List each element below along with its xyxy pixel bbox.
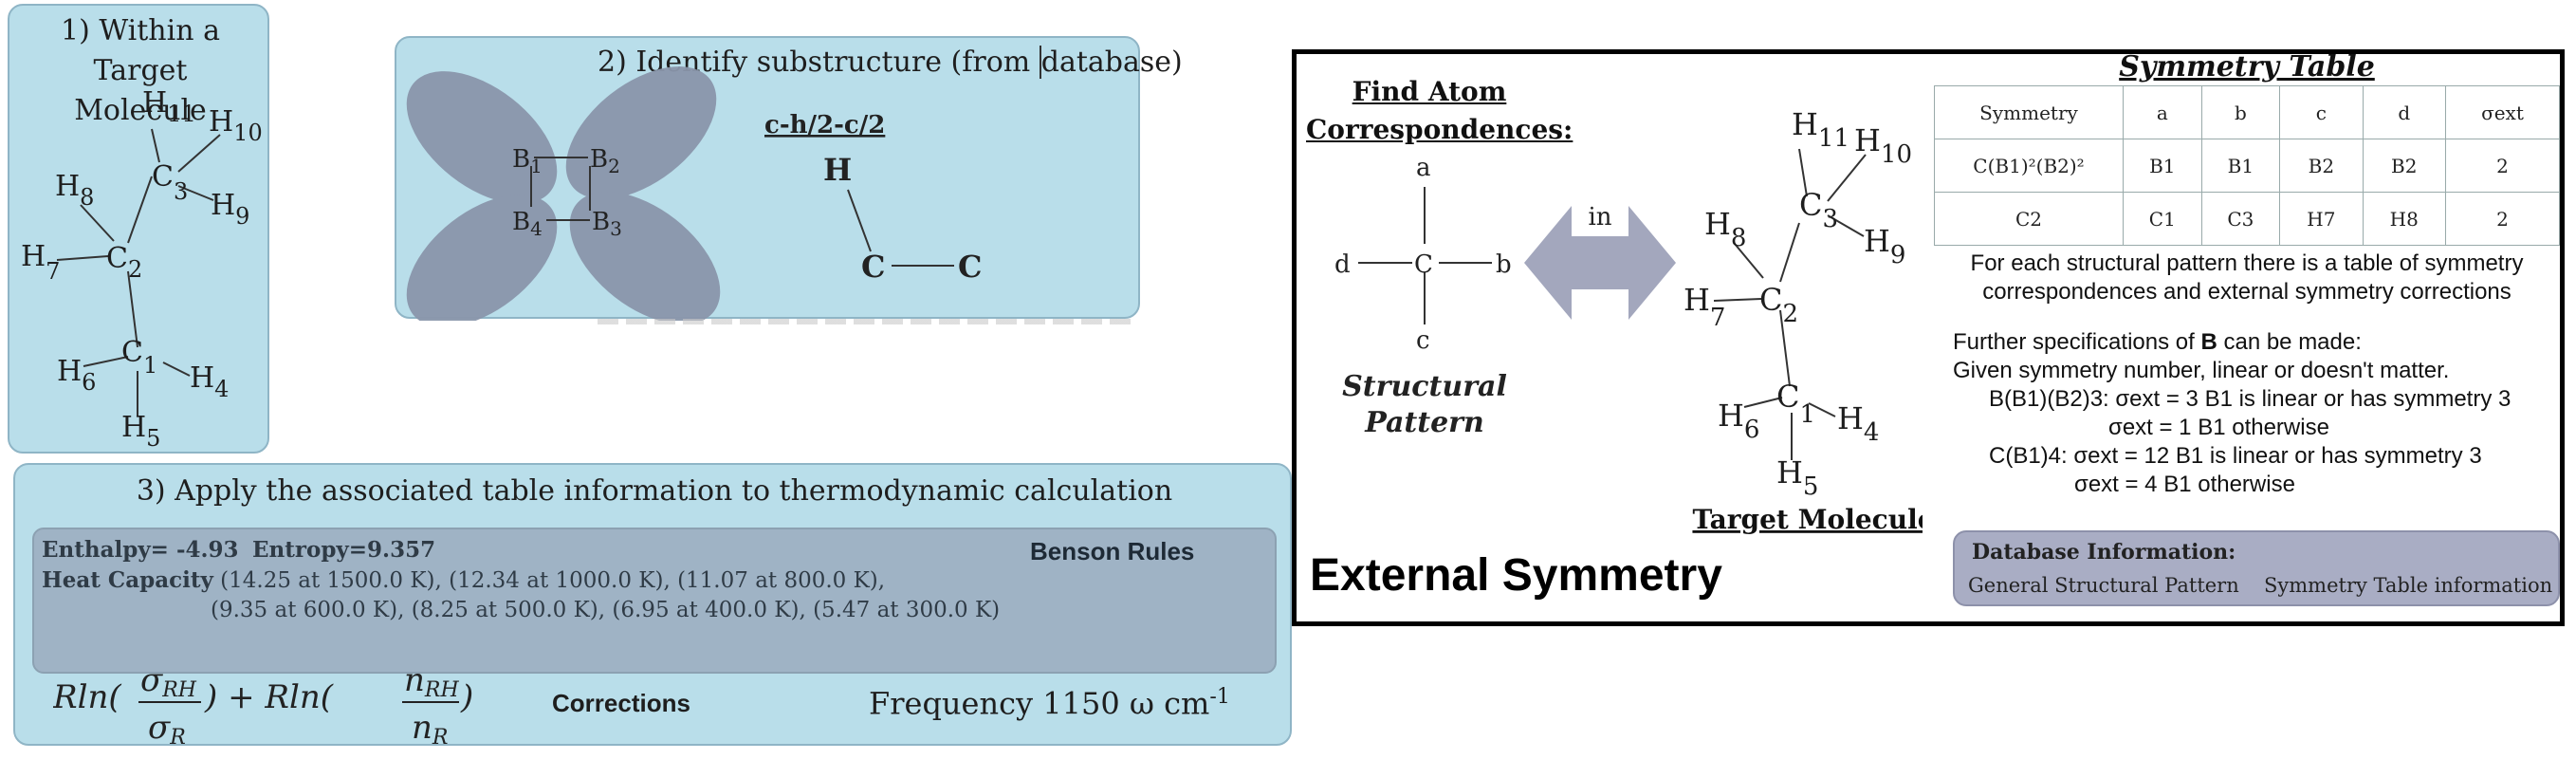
target-molecule-diagram: H11 H10 C3 H9 H8 C2 H7 C1 H6 H4 H5 — [21, 86, 263, 452]
spec-line-6: σext = 4 B1 otherwise — [2074, 472, 2295, 497]
table-header-row: Symmetry a b c d σext — [1934, 85, 2561, 139]
atom-h4: H4 — [190, 361, 229, 402]
svg-text:H5: H5 — [1776, 454, 1818, 501]
svg-text:H10: H10 — [1854, 122, 1912, 169]
svg-text:nR: nR — [412, 709, 448, 744]
atom-b4: B4 — [512, 208, 543, 240]
svg-text:H7: H7 — [1684, 282, 1725, 332]
db-title: Database Information: — [1972, 540, 2236, 565]
atom-c2: C2 — [106, 242, 142, 283]
correction-formula: Rln( σRH σR ) + Rln( nRH nR ) — [53, 664, 473, 744]
atom-h9: H9 — [211, 189, 249, 230]
svg-text:C2: C2 — [1759, 282, 1798, 328]
substructure-diagram: B1 B2 B4 B3 c-h/2-c/2 H C C — [406, 66, 982, 321]
benson-rules-label: Benson Rules — [1030, 537, 1195, 565]
atom-c-b: C — [958, 249, 982, 285]
frequency-label: Frequency 1150 ω cm-1 — [869, 685, 1230, 722]
svg-text:H6: H6 — [1718, 398, 1759, 444]
note-line-2: correspondences and external symmetry co… — [1982, 279, 2512, 305]
heat-capacity-row2: (9.35 at 600.0 K), (8.25 at 500.0 K), (6… — [211, 598, 1001, 622]
in-label: in — [1588, 203, 1611, 232]
svg-text:σR: σR — [148, 709, 186, 744]
atom-b3: B3 — [592, 208, 622, 240]
spec-line-2: Given symmetry number, linear or doesn't… — [1953, 358, 2450, 383]
atom-c1: C1 — [121, 336, 157, 379]
spec-line-1: Further specifications of B can be made: — [1953, 329, 2362, 355]
atom-h11: H11 — [142, 86, 196, 127]
svg-text:H8: H8 — [1704, 206, 1746, 252]
atom-h7: H7 — [21, 240, 60, 285]
atom-h10: H10 — [209, 105, 263, 146]
benson-rules-box: Enthalpy= -4.93 Entropy=9.357 Benson Rul… — [32, 528, 1277, 674]
atom-b1: B1 — [512, 145, 543, 177]
panel1-title: 1) Within a Target Molecule — [61, 14, 220, 127]
db-item-general-pattern: General Structural Pattern — [1968, 574, 2239, 597]
structural-pattern-label-2: Pattern — [1364, 406, 1484, 439]
svg-text:σRH: σRH — [140, 664, 197, 702]
svg-text:Rln(: Rln( — [53, 678, 121, 716]
substructure-label: c-h/2-c/2 — [764, 111, 885, 139]
pattern-b: b — [1496, 250, 1512, 279]
database-information-box: Database Information: General Structural… — [1953, 530, 2560, 606]
atom-c3: C3 — [152, 160, 188, 205]
pattern-a: a — [1416, 154, 1431, 182]
atom-h6: H6 — [57, 355, 96, 396]
atom-h: H — [823, 152, 852, 188]
panel3-title: 3) Apply the associated table informatio… — [136, 474, 1173, 508]
corrections-label: Corrections — [552, 689, 690, 717]
structural-pattern-label-1: Structural — [1342, 370, 1507, 403]
panel-apply-table: 3) Apply the associated table informatio… — [13, 463, 1292, 746]
svg-text:C1: C1 — [1776, 379, 1815, 429]
external-symmetry-frame: Find Atom Correspondences: a C b c d Str… — [1292, 49, 2565, 626]
spec-line-3: B(B1)(B2)3: σext = 3 B1 is linear or has… — [1989, 386, 2512, 412]
atom-h5: H5 — [121, 411, 160, 452]
table-row: C2 C1 C3 H7 H8 2 — [1934, 192, 2561, 246]
pattern-center: C — [1414, 250, 1433, 279]
target-molecule-label: Target Molecule — [1692, 504, 1923, 535]
svg-text:H11: H11 — [1792, 111, 1849, 153]
find-correspondences-heading: Find Atom Correspondences: — [1306, 76, 1573, 145]
pattern-d: d — [1334, 250, 1351, 279]
svg-text:H4: H4 — [1837, 400, 1879, 447]
panel-identify-substructure: 2) Identify substructure (from database)… — [395, 36, 1183, 321]
symmetry-table: Symmetry a b c d σext C(B1)²(B2)² B1 B1 … — [1934, 85, 2561, 246]
db-item-symmetry-table: Symmetry Table information — [2264, 574, 2553, 597]
svg-text:): ) — [460, 678, 473, 716]
atom-h8: H8 — [55, 170, 94, 211]
panel2-shadow-line — [598, 319, 1138, 324]
svg-text:H9: H9 — [1864, 223, 1905, 269]
symmetry-table-title: Symmetry Table — [2119, 50, 2375, 83]
svg-text:nRH: nRH — [404, 664, 459, 702]
spec-line-4: σext = 1 B1 otherwise — [2108, 415, 2329, 440]
external-symmetry-title: External Symmetry — [1310, 550, 1722, 601]
atom-b2: B2 — [590, 145, 620, 177]
pattern-c: c — [1416, 326, 1430, 355]
atom-c-a: C — [861, 249, 885, 285]
entropy-value: Entropy=9.357 — [252, 537, 436, 563]
svg-text:C3: C3 — [1799, 187, 1838, 233]
svg-text:) + Rln(: ) + Rln( — [204, 678, 334, 716]
note-line-1: For each structural pattern there is a t… — [1970, 250, 2524, 276]
double-arrow-icon — [1524, 206, 1676, 320]
panel-target-molecule: 1) Within a Target Molecule H11 H10 C3 H… — [8, 4, 269, 454]
enthalpy-value: Enthalpy= -4.93 — [42, 537, 239, 563]
heat-capacity-row1: Heat Capacity (14.25 at 1500.0 K), (12.3… — [42, 567, 886, 593]
spec-line-5: C(B1)4: σext = 12 B1 is linear or has sy… — [1989, 443, 2482, 469]
correspondence-diagram: a C b c d Structural Pattern in H11 — [1334, 111, 1923, 535]
table-row: C(B1)²(B2)² B1 B1 B2 B2 2 — [1934, 139, 2561, 193]
